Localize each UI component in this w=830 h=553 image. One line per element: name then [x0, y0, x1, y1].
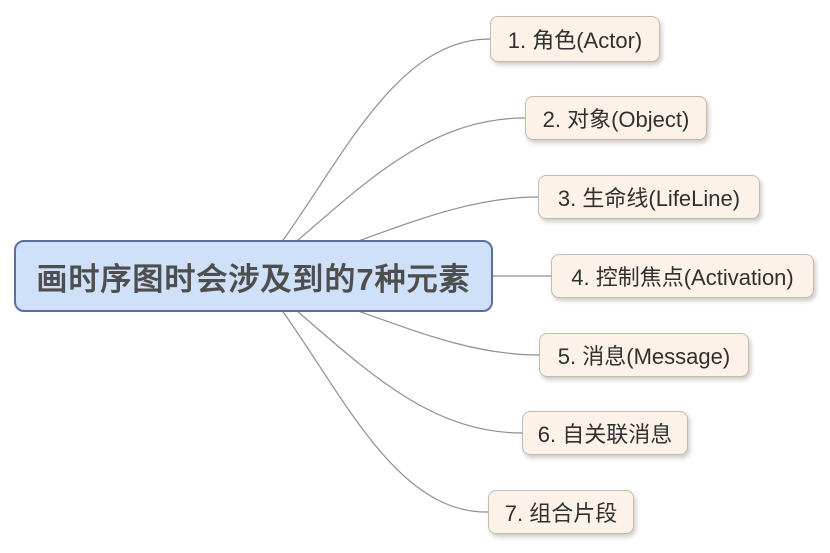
branch-topic-label: 1. 角色(Actor): [507, 28, 643, 53]
branch-topic-5[interactable]: 5. 消息(Message): [539, 333, 749, 377]
connector-curve-7: [254, 275, 489, 513]
branch-topic-3[interactable]: 3. 生命线(LifeLine): [538, 175, 760, 219]
branch-topic-7[interactable]: 7. 组合片段: [488, 490, 634, 534]
branch-topic-label: 3. 生命线(LifeLine): [557, 186, 741, 211]
root-topic[interactable]: 画时序图时会涉及到的7种元素: [14, 240, 493, 312]
connector-curve-1: [254, 38, 491, 277]
branch-topic-6[interactable]: 6. 自关联消息: [522, 411, 688, 455]
branch-topic-label: 5. 消息(Message): [557, 344, 731, 369]
root-topic-label: 画时序图时会涉及到的7种元素: [36, 261, 471, 297]
branch-topic-4[interactable]: 4. 控制焦点(Activation): [551, 254, 814, 298]
branch-topic-label: 4. 控制焦点(Activation): [571, 265, 794, 290]
branch-topic-2[interactable]: 2. 对象(Object): [525, 96, 707, 140]
branch-topic-label: 6. 自关联消息: [537, 422, 673, 447]
branch-topic-1[interactable]: 1. 角色(Actor): [490, 16, 660, 62]
branch-topic-label: 2. 对象(Object): [542, 107, 690, 132]
branch-topic-label: 7. 组合片段: [504, 501, 618, 526]
